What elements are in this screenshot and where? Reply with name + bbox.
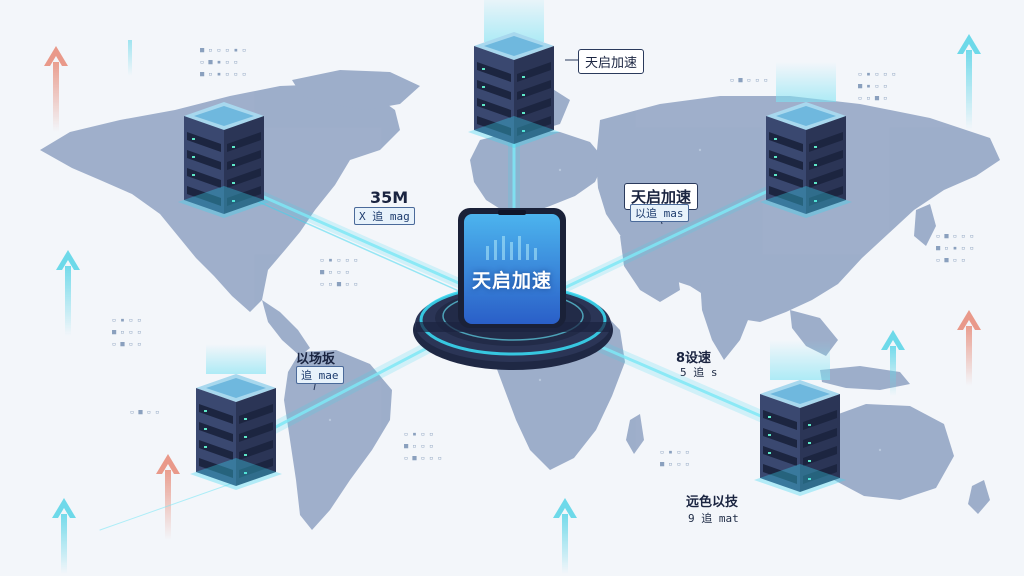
upload-arrow-icon xyxy=(957,310,981,386)
svg-text:▫ ■ ▫ ▫: ▫ ■ ▫ ▫ xyxy=(130,408,160,416)
svg-text:▫ ■ ▫ ▫ ▫: ▫ ■ ▫ ▫ ▫ xyxy=(936,232,974,240)
callout-bottom-right-sub: 9 追 mat xyxy=(688,512,739,525)
server-icon xyxy=(178,102,270,218)
callout-left-north-sub: X 追 mag xyxy=(354,207,415,225)
svg-text:▫ ▪ ▫ ▫: ▫ ▪ ▫ ▫ xyxy=(404,430,434,438)
svg-text:▫ ■ ▫ ▫ ▫: ▫ ■ ▫ ▫ ▫ xyxy=(730,76,768,84)
app-title: 天启加速 xyxy=(471,270,552,292)
svg-text:▫ ▪ ▫ ▫: ▫ ▪ ▫ ▫ xyxy=(660,448,690,456)
svg-text:▫ ▫ ■ ▫: ▫ ▫ ■ ▫ xyxy=(858,94,888,102)
svg-text:■ ▪ ▫ ▫: ■ ▪ ▫ ▫ xyxy=(858,82,888,90)
callout-top-label: 天启加速 xyxy=(578,49,645,74)
svg-text:■ ▫ ▫ ▫ ▪ ▫: ■ ▫ ▫ ▫ ▪ ▫ xyxy=(200,46,246,54)
upload-arrow-icon xyxy=(44,46,68,132)
smartphone-icon xyxy=(458,208,566,328)
server-icon xyxy=(760,62,852,218)
svg-text:■ ▫ ▪ ▫ ▫: ■ ▫ ▪ ▫ ▫ xyxy=(936,244,974,252)
svg-text:■ ▫ ▪ ▫ ▫ ▫: ■ ▫ ▪ ▫ ▫ ▫ xyxy=(200,70,246,78)
svg-text:■ ▫ ▫ ▫: ■ ▫ ▫ ▫ xyxy=(404,442,434,450)
callout-left-south-sub: 追 mae xyxy=(296,366,344,384)
svg-text:▫ ■ ▫ ▫: ▫ ■ ▫ ▫ xyxy=(936,256,966,264)
upload-arrow-icon xyxy=(553,498,577,574)
server-icon xyxy=(468,0,560,148)
callout-africa-sub: 5 追 s xyxy=(680,366,718,379)
upload-arrow-icon xyxy=(156,454,180,540)
callout-africa-label: 8设速 xyxy=(676,351,712,366)
upload-arrow-icon xyxy=(957,34,981,130)
upload-arrow-icon xyxy=(52,498,76,574)
svg-text:■ ▫ ▫ ▫: ■ ▫ ▫ ▫ xyxy=(320,268,350,276)
svg-text:■ ▫ ▫ ▫: ■ ▫ ▫ ▫ xyxy=(660,460,690,468)
upload-arrow-icon xyxy=(128,40,132,76)
decorative-text: ■ ▫ ▫ ▫ ▪ ▫ ▫ ■ ▪ ▫ ▫ ■ ▫ ▪ ▫ ▫ ▫ ▫ ▪ ▫ … xyxy=(112,46,974,468)
server-icon xyxy=(190,344,282,490)
callout-left-south-label: 以场坂 xyxy=(296,352,336,367)
svg-text:▫ ▪ ▫ ▫ ▫: ▫ ▪ ▫ ▫ ▫ xyxy=(320,256,358,264)
callout-bottom-right-label: 远色以技 xyxy=(686,495,739,510)
svg-text:▫ ■ ▪ ▫ ▫: ▫ ■ ▪ ▫ ▫ xyxy=(200,58,238,66)
svg-text:▫ ▪ ▫ ▫: ▫ ▪ ▫ ▫ xyxy=(112,316,142,324)
svg-text:▫ ■ ▫ ▫: ▫ ■ ▫ ▫ xyxy=(112,340,142,348)
svg-text:■ ▫ ▫ ▫: ■ ▫ ▫ ▫ xyxy=(112,328,142,336)
upload-arrow-icon xyxy=(881,330,905,396)
svg-text:▫ ▫ ■ ▫ ▫: ▫ ▫ ■ ▫ ▫ xyxy=(320,280,358,288)
server-icon xyxy=(754,340,846,496)
upload-arrow-icon xyxy=(56,250,80,336)
connection-beams xyxy=(99,134,776,531)
svg-text:▫ ▪ ▫ ▫ ▫: ▫ ▪ ▫ ▫ ▫ xyxy=(858,70,896,78)
callout-right-sub: 以追 mas xyxy=(630,204,689,222)
callout-left-north-label: 35M xyxy=(370,188,409,207)
svg-text:▫ ■ ▫ ▫ ▫: ▫ ■ ▫ ▫ ▫ xyxy=(404,454,442,462)
